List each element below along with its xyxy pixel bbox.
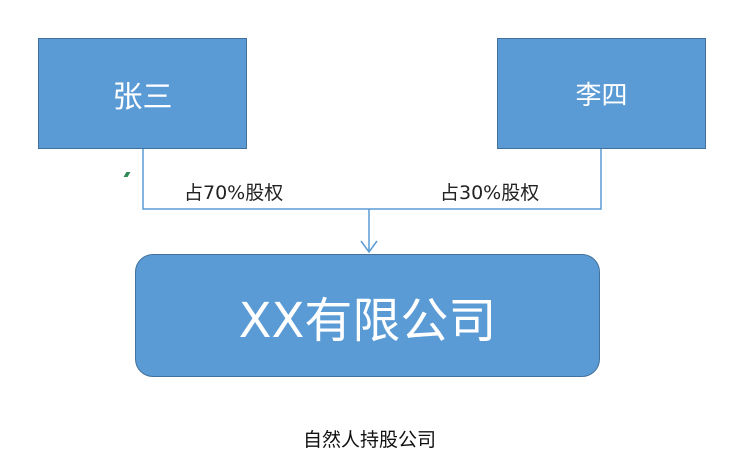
- shareholder-name: 张三: [112, 79, 173, 115]
- shareholder-node-lisi[interactable]: 李四: [497, 38, 706, 149]
- connector-zhang: [142, 149, 602, 210]
- company-node[interactable]: XX有限公司: [135, 254, 600, 377]
- stake-label-zhangsan: 占70%股权: [184, 182, 284, 204]
- company-name: XX有限公司: [238, 292, 497, 349]
- shareholder-node-zhangsan[interactable]: 张三: [38, 38, 247, 149]
- shareholder-name: 李四: [575, 81, 628, 111]
- diagram-caption: 自然人持股公司: [302, 429, 436, 451]
- stake-label-lisi: 占30%股权: [440, 182, 540, 204]
- arrowhead-icon: [360, 240, 378, 254]
